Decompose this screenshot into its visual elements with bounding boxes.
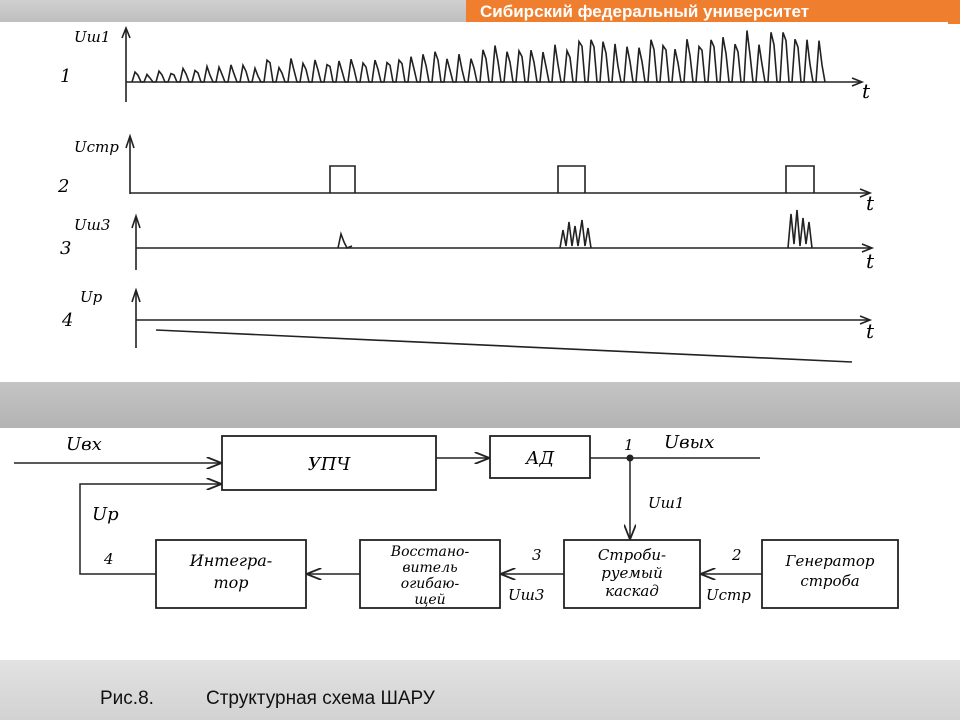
noise-signal-1 [131, 30, 826, 83]
gated-noise-2 [559, 219, 592, 249]
node-2-label: 2 [731, 546, 742, 564]
figure-caption: Рис.8. Структурная схема ШАРУ [100, 688, 435, 710]
control-voltage-label: Uр [92, 504, 119, 525]
institution-banner: Сибирский федеральный университет [466, 0, 960, 24]
integrator-label-line-2: тор [213, 573, 248, 592]
node-1-dot [626, 454, 634, 462]
ad-block [489, 435, 591, 479]
header-band: Сибирский федеральный университет [0, 0, 960, 24]
gated-signal-label: Uш3 [508, 586, 544, 604]
integrator-label-line-1: Интегра- [189, 551, 272, 570]
restorer-label-line-3: огибаю- [401, 576, 460, 592]
strobe-pulse-3 [785, 165, 815, 193]
axis-arrow-h-1 [851, 77, 865, 87]
strobe-pulse-1 [329, 165, 356, 193]
restorer-label-line-1: Восстано- [390, 544, 470, 560]
time-label-2: t [866, 191, 875, 215]
strobed-label-line-3: каскад [605, 582, 659, 600]
time-label-4: t [866, 319, 875, 343]
node-1-label: 1 [624, 436, 634, 454]
strobed-label-line-2: руемый [601, 564, 663, 582]
strobe-pulse-2 [557, 165, 586, 193]
row-number-3: 3 [60, 238, 71, 259]
axis-arrow-v-3 [131, 213, 141, 229]
input-signal-label: Uвх [66, 434, 102, 455]
time-label-3: t [866, 249, 875, 273]
timing-diagram-panel: 1 Uш1 t 2 Uстр t 3 Uш3 t 4 Uр t [0, 22, 948, 382]
row-number-4: 4 [61, 310, 73, 331]
footer-band [0, 660, 960, 720]
generator-label-line-1: Генератор [785, 552, 875, 570]
output-signal-label: Uвых [664, 432, 714, 453]
axis-arrow-v-4 [131, 287, 141, 303]
time-label-1: t [862, 79, 871, 103]
strobe-signal-label: Uстр [706, 586, 751, 604]
row-label-4: Uр [80, 288, 103, 306]
node-3-label: 3 [532, 546, 542, 564]
separator-band [0, 382, 960, 428]
axis-arrow-h-4 [859, 315, 873, 325]
strobed-label-line-1: Строби- [598, 546, 666, 564]
block-diagram-panel: УПЧ АД Строби- руемый каскад Генератор с… [0, 428, 960, 660]
generator-label-line-2: строба [800, 572, 859, 590]
row-label-3: Uш3 [74, 216, 110, 234]
block-diagram: УПЧ АД Строби- руемый каскад Генератор с… [14, 432, 899, 609]
figure-title: Структурная схема ШАРУ [206, 688, 435, 709]
upch-label: УПЧ [308, 454, 352, 475]
noise-signal-label: Uш1 [648, 494, 684, 512]
row-number-1: 1 [60, 66, 71, 87]
figure-number: Рис.8. [100, 688, 154, 709]
row-label-2: Uстр [74, 138, 119, 156]
feedback-arrow [79, 484, 220, 575]
upch-block [221, 435, 437, 491]
restorer-label-line-2: витель [402, 560, 457, 576]
axis-arrow-v-1 [121, 25, 131, 39]
gated-noise-3 [787, 209, 813, 249]
axis-arrow-h-2 [859, 188, 873, 198]
row-label-1: Uш1 [74, 28, 110, 46]
control-voltage-line [155, 329, 853, 363]
gated-noise-1 [337, 231, 353, 250]
axis-arrow-h-3 [861, 243, 875, 253]
node-4-label: 4 [103, 550, 114, 568]
axis-arrow-v-2 [125, 133, 135, 149]
timing-diagram: 1 Uш1 t 2 Uстр t 3 Uш3 t 4 Uр t [57, 25, 875, 363]
restorer-label-line-4: щей [414, 592, 445, 608]
row-number-2: 2 [57, 176, 69, 197]
ad-label: АД [524, 448, 555, 469]
